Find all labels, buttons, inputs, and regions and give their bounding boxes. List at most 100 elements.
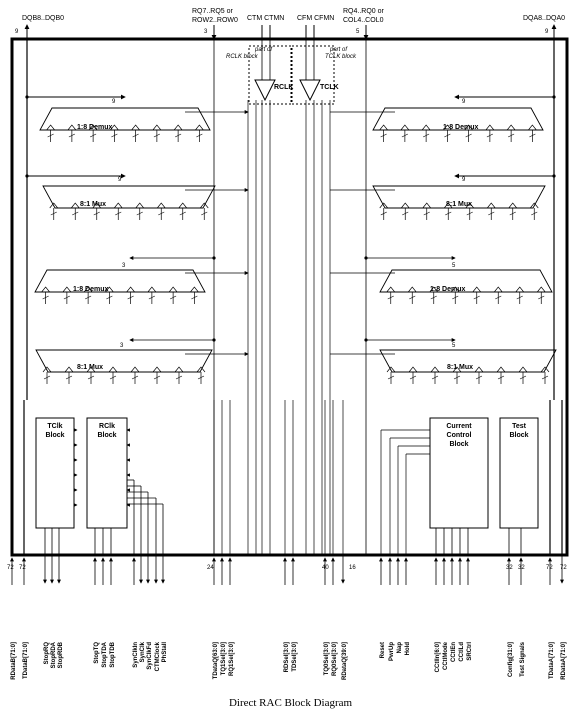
left-mux-ctrl-body bbox=[35, 349, 213, 373]
right-demux-ctrl-tick-6 bbox=[516, 295, 523, 300]
left-mux9-tick-4 bbox=[136, 211, 143, 216]
right-mux-ctrl-tick-7 bbox=[541, 375, 549, 380]
right-demux9-tick-3 bbox=[444, 133, 451, 138]
tclk-label: TCLK bbox=[320, 84, 339, 91]
pin-ctm: CTM CTMN bbox=[247, 15, 284, 22]
right-mux-ctrl-tick-4 bbox=[475, 375, 483, 380]
right-mux-ctrl-tick-5 bbox=[497, 375, 505, 380]
test-block bbox=[499, 417, 539, 529]
left-demux-ctrl-tick-3 bbox=[106, 295, 113, 300]
tclk-block-l2: Block bbox=[45, 432, 64, 439]
left-demux9-tick-6 bbox=[174, 133, 182, 138]
left-mux9-latch-6 bbox=[178, 202, 188, 209]
right-demux9-latch-4 bbox=[464, 124, 473, 131]
left-mux-ctrl-tick-6 bbox=[175, 375, 183, 380]
signal-label: TDataA[71:0] bbox=[549, 642, 555, 679]
signal-label: Reset bbox=[380, 642, 386, 658]
right-demux-ctrl-body bbox=[379, 269, 553, 293]
generated-wiring bbox=[10, 39, 564, 585]
rclk-block-l1: RClk bbox=[99, 423, 115, 430]
signal-label: SynClkIn bbox=[133, 642, 139, 668]
pin-dqb: DQB8..DQB0 bbox=[22, 15, 64, 22]
tclk-dashed-block bbox=[291, 45, 335, 105]
left-mux-ctrl-latch-2 bbox=[86, 366, 96, 373]
right-demux9-tick-7 bbox=[529, 133, 536, 138]
right-mux9-latch-0 bbox=[379, 202, 389, 209]
left-mux9-latch-2 bbox=[92, 202, 102, 209]
rclk-block-l2: Block bbox=[97, 432, 116, 439]
right-demux-ctrl-tick-1 bbox=[409, 295, 416, 300]
left-mux-ctrl-latch-3 bbox=[108, 366, 118, 373]
tclk-note-1: part of bbox=[329, 47, 348, 53]
w-rdataq-40: 40 bbox=[322, 565, 329, 571]
right-mux9-body bbox=[372, 185, 546, 209]
left-demux9-body bbox=[39, 107, 211, 131]
signal-label: StopTDA bbox=[102, 641, 108, 667]
stage-left-mux9: 8:1 Mux bbox=[80, 201, 106, 208]
left-mux-ctrl-tick-1 bbox=[65, 375, 73, 380]
signal-label: RQ1Sel[3:0] bbox=[229, 642, 235, 676]
right-demux9-tick-6 bbox=[507, 133, 515, 138]
w-rdatab: 72 bbox=[7, 565, 14, 571]
left-mux9-tick-6 bbox=[179, 211, 186, 216]
left-mux9-body bbox=[42, 185, 216, 209]
signal-label: PwrUp bbox=[389, 642, 395, 661]
left-demux-ctrl-latch-7 bbox=[190, 286, 199, 293]
left-mux9-latch-4 bbox=[135, 202, 145, 209]
width-dqb: 9 bbox=[15, 29, 19, 35]
w-left-mux3: 3 bbox=[120, 343, 124, 349]
left-mux9-tick-5 bbox=[158, 211, 165, 216]
left-mux9-tick-7 bbox=[201, 211, 208, 216]
signal-label: StopTQ bbox=[94, 642, 100, 664]
right-mux9-tick-2 bbox=[423, 211, 430, 216]
left-mux-ctrl-tick-0 bbox=[43, 375, 51, 380]
signal-label: RDataQ[39:0] bbox=[342, 642, 348, 680]
right-mux9-tick-4 bbox=[466, 211, 473, 216]
right-mux9-tick-0 bbox=[380, 211, 387, 216]
right-mux9-latch-1 bbox=[400, 202, 410, 209]
pin-rq-row-2: ROW2..ROW0 bbox=[192, 17, 238, 24]
signal-label: TDSel[3:0] bbox=[292, 642, 298, 672]
width-dqa: 9 bbox=[545, 29, 549, 35]
right-demux9-tick-2 bbox=[422, 133, 430, 138]
signal-label: RDataA[71:0] bbox=[561, 642, 567, 680]
left-demux9-tick-1 bbox=[68, 133, 76, 138]
left-demux-ctrl-latch-6 bbox=[168, 286, 178, 293]
rclk-label: RCLK bbox=[274, 84, 293, 91]
right-demux9-latch-0 bbox=[379, 124, 388, 131]
right-mux9-tick-7 bbox=[531, 211, 538, 216]
w-config: 32 bbox=[506, 565, 513, 571]
signal-label: TQ1Sel[3:0] bbox=[221, 642, 227, 675]
left-demux-ctrl-latch-5 bbox=[147, 286, 157, 293]
right-demux9-latch-2 bbox=[421, 124, 431, 131]
right-mux9-latch-6 bbox=[508, 202, 518, 209]
signal-label: Config[31:0] bbox=[508, 642, 514, 677]
left-demux-ctrl-tick-4 bbox=[127, 295, 134, 300]
left-mux-ctrl-latch-6 bbox=[174, 366, 184, 373]
right-demux-ctrl-tick-4 bbox=[473, 295, 480, 300]
stage-right-demux-ctrl: 1:8 Demux bbox=[430, 286, 466, 293]
right-demux-ctrl-latch-5 bbox=[493, 286, 503, 293]
left-demux9-latch-0 bbox=[46, 124, 55, 131]
left-mux-ctrl-latch-0 bbox=[42, 366, 52, 373]
rclk-block bbox=[86, 417, 128, 529]
left-demux-ctrl-latch-0 bbox=[41, 286, 50, 293]
right-demux-ctrl-latch-1 bbox=[407, 286, 417, 293]
w-test: 32 bbox=[518, 565, 525, 571]
right-mux9-latch-4 bbox=[465, 202, 475, 209]
left-mux9-latch-0 bbox=[49, 202, 59, 209]
left-demux9-latch-2 bbox=[88, 124, 98, 131]
stage-left-mux-ctrl: 8:1 Mux bbox=[77, 364, 103, 371]
right-demux-ctrl-tick-5 bbox=[495, 295, 502, 300]
left-demux9-latch-1 bbox=[67, 124, 77, 131]
right-mux-ctrl-latch-4 bbox=[474, 366, 484, 373]
left-mux-ctrl-tick-2 bbox=[87, 375, 95, 380]
width-row: 3 bbox=[204, 29, 208, 35]
w-right-mux9: 9 bbox=[462, 177, 466, 183]
left-demux9-tick-3 bbox=[111, 133, 118, 138]
col-dot-2 bbox=[364, 338, 368, 342]
right-mux-ctrl-body bbox=[379, 349, 557, 373]
left-demux9-tick-0 bbox=[47, 133, 54, 138]
left-demux9-tick-7 bbox=[196, 133, 203, 138]
right-mux-ctrl-latch-1 bbox=[408, 366, 418, 373]
